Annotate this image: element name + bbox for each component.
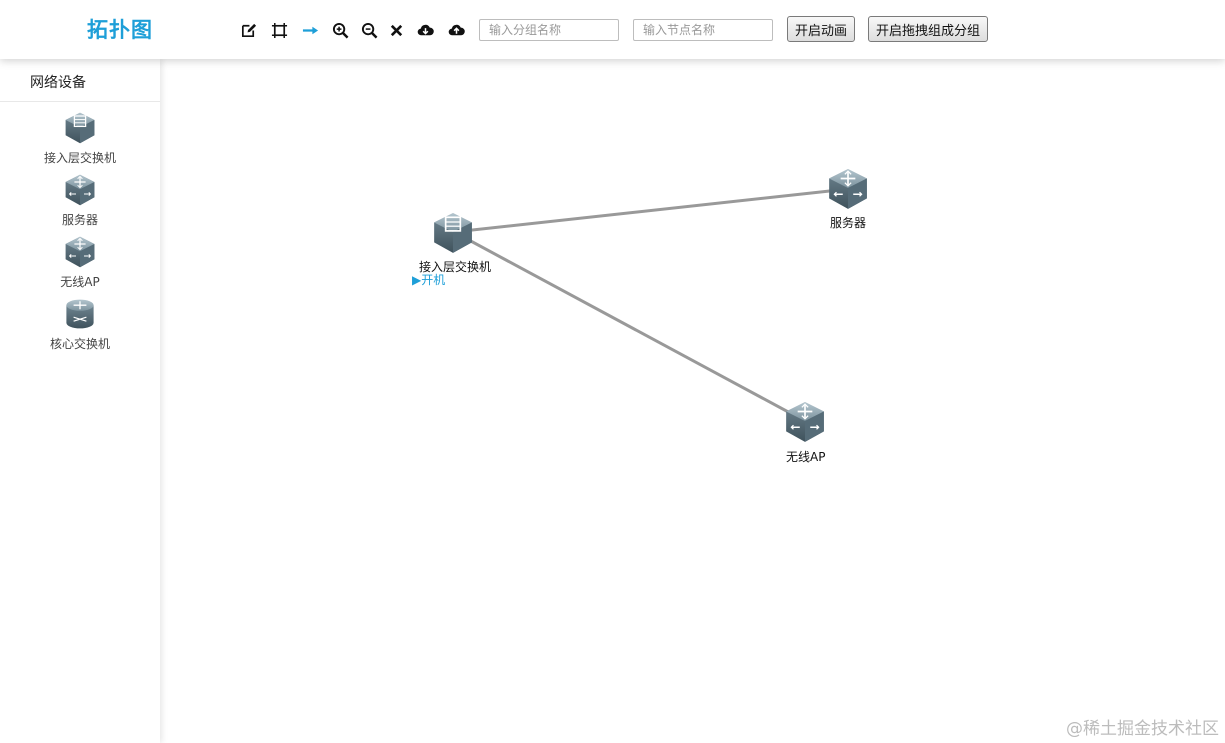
server-icon <box>64 173 96 207</box>
node-label: 接入层交换机 <box>419 260 492 274</box>
palette-title: 网络设备 <box>0 59 160 102</box>
palette-item-label: 无线AP <box>60 275 100 289</box>
access-switch-icon <box>64 111 96 145</box>
palette-item-access-switch[interactable]: 接入层交换机 <box>0 111 160 171</box>
arrow-connect-icon[interactable] <box>299 19 321 41</box>
links-layer <box>453 187 849 423</box>
device-palette: 网络设备 接入层交换机 服务器 无线AP 核心交换机 <box>0 59 160 743</box>
palette-item-label: 服务器 <box>61 213 98 227</box>
node-name-input[interactable] <box>633 19 773 41</box>
server-icon <box>827 167 869 211</box>
node-status[interactable]: ▶开机 <box>412 273 446 287</box>
node-label: 服务器 <box>830 216 867 230</box>
group-name-input[interactable] <box>479 19 619 41</box>
start-animation-button[interactable]: 开启动画 <box>787 16 856 42</box>
cloud-upload-icon[interactable] <box>445 19 467 41</box>
wireless-ap-icon <box>64 235 96 269</box>
palette-item-label: 核心交换机 <box>49 337 110 351</box>
node-label: 无线AP <box>786 450 826 464</box>
cloud-download-icon[interactable] <box>414 19 436 41</box>
topology-canvas[interactable]: 接入层交换机 ▶开机 服务器 无线AP <box>160 59 1225 743</box>
palette-item-core-switch[interactable]: 核心交换机 <box>0 297 160 357</box>
link-access-switch-wireless-ap[interactable] <box>453 230 806 423</box>
zoom-in-icon[interactable] <box>329 19 351 41</box>
core-switch-icon <box>64 297 96 331</box>
zoom-out-icon[interactable] <box>358 19 380 41</box>
app-title: 拓扑图 <box>87 18 153 42</box>
wireless-ap-icon <box>784 400 826 444</box>
top-toolbar: 拓扑图 开启动画 开启拖拽组成分组 <box>0 0 1225 59</box>
palette-item-server[interactable]: 服务器 <box>0 173 160 233</box>
access-switch-icon <box>432 211 474 255</box>
palette-item-wireless-ap[interactable]: 无线AP <box>0 235 160 295</box>
link-access-switch-server[interactable] <box>453 187 849 234</box>
fit-view-icon[interactable] <box>268 19 290 41</box>
palette-item-label: 接入层交换机 <box>43 151 116 165</box>
enable-drag-group-button[interactable]: 开启拖拽组成分组 <box>868 16 989 42</box>
edit-icon[interactable] <box>237 19 259 41</box>
delete-icon[interactable] <box>385 19 407 41</box>
watermark: @稀土掘金技术社区 <box>1066 719 1219 739</box>
